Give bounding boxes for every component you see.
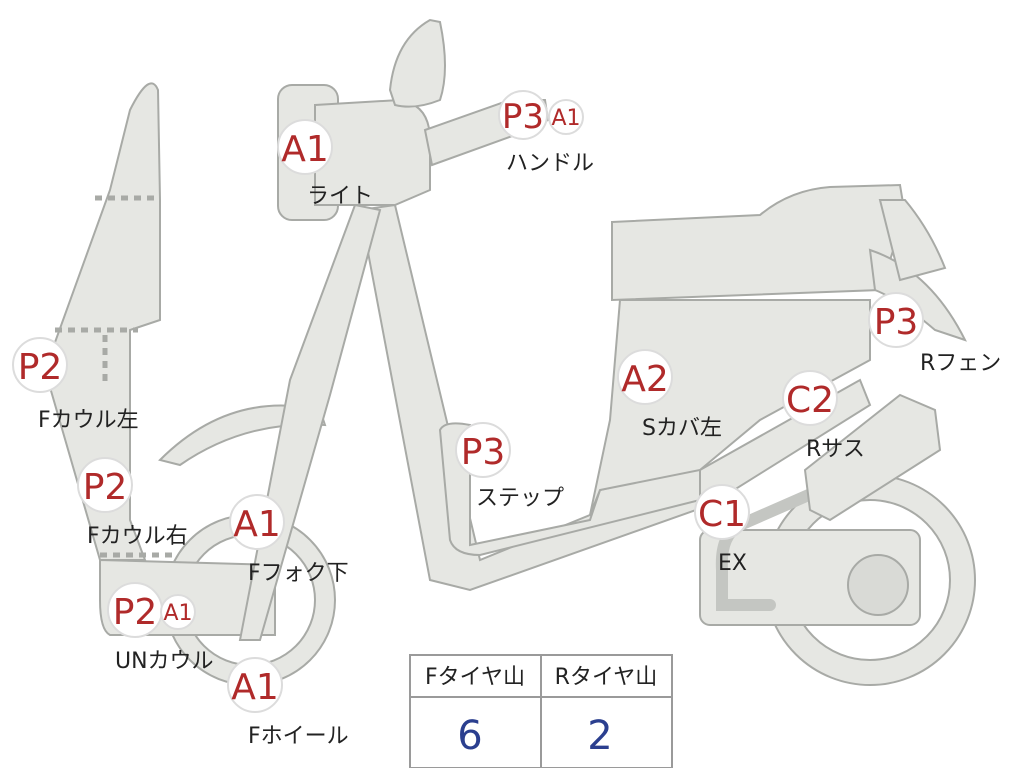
badge-fcowl-left: P2 — [12, 337, 68, 393]
tire-table-value-rear: 2 — [587, 713, 612, 759]
tire-tread-table: Fタイヤ山 Rタイヤ山 6 2 — [409, 654, 673, 768]
badge-rsus-code: C2 — [786, 380, 834, 421]
badge-handle-code2: A1 — [551, 106, 580, 131]
badge-uncowl-code2: A1 — [163, 601, 192, 626]
tire-table-header-rear: Rタイヤ山 — [555, 665, 658, 690]
tire-table-header-front: Fタイヤ山 — [425, 665, 525, 690]
label-scover-left: Sカバ左 — [642, 416, 722, 441]
label-ffork-lower: Fフォク下 — [248, 561, 349, 586]
badge-ex-code: C1 — [698, 494, 746, 535]
label-ex: EX — [718, 551, 747, 576]
badge-uncowl-secondary: A1 — [160, 594, 196, 630]
tire-table-value-front: 6 — [457, 713, 482, 759]
rear-hub — [847, 554, 909, 616]
badge-light-code: A1 — [281, 129, 329, 170]
label-fcowl-right: Fカウル右 — [87, 524, 188, 549]
badge-rfender: P3 — [868, 292, 924, 348]
badge-fcowl-right-code: P2 — [83, 467, 128, 508]
badge-step-code: P3 — [461, 432, 506, 473]
badge-scover-left: A2 — [617, 349, 673, 405]
badge-fcowl-left-code: P2 — [18, 347, 63, 388]
label-handle: ハンドル — [506, 151, 594, 176]
label-fcowl-left: Fカウル左 — [38, 408, 139, 433]
badge-ffork-lower: A1 — [229, 494, 285, 550]
badge-uncowl-code: P2 — [113, 592, 158, 633]
label-uncowl: UNカウル — [115, 649, 214, 674]
badge-rsus: C2 — [782, 370, 838, 426]
badge-ffork-lower-code: A1 — [233, 504, 281, 545]
badge-uncowl: P2 — [107, 582, 163, 638]
badge-step: P3 — [455, 422, 511, 478]
badge-handle-code: P3 — [502, 97, 544, 137]
label-rfender: Rフェン — [920, 351, 1001, 376]
badge-handle-secondary: A1 — [548, 99, 584, 135]
tail — [878, 199, 947, 282]
badge-rfender-code: P3 — [874, 302, 919, 343]
label-rsus: Rサス — [806, 437, 865, 462]
badge-handle: P3 — [498, 90, 548, 140]
badge-fcowl-right: P2 — [77, 457, 133, 513]
label-step: ステップ — [476, 486, 564, 511]
seat — [611, 183, 907, 302]
badge-scover-left-code: A2 — [621, 359, 669, 400]
badge-fwheel: A1 — [227, 657, 283, 713]
label-light: ライト — [307, 184, 373, 209]
windscreen — [388, 18, 446, 108]
front-cowl-dots-2 — [55, 327, 138, 385]
label-fwheel: Fホイール — [248, 724, 349, 749]
badge-light: A1 — [277, 119, 333, 175]
badge-ex: C1 — [694, 484, 750, 540]
rear-shock — [803, 393, 942, 522]
badge-fwheel-code: A1 — [231, 667, 279, 708]
